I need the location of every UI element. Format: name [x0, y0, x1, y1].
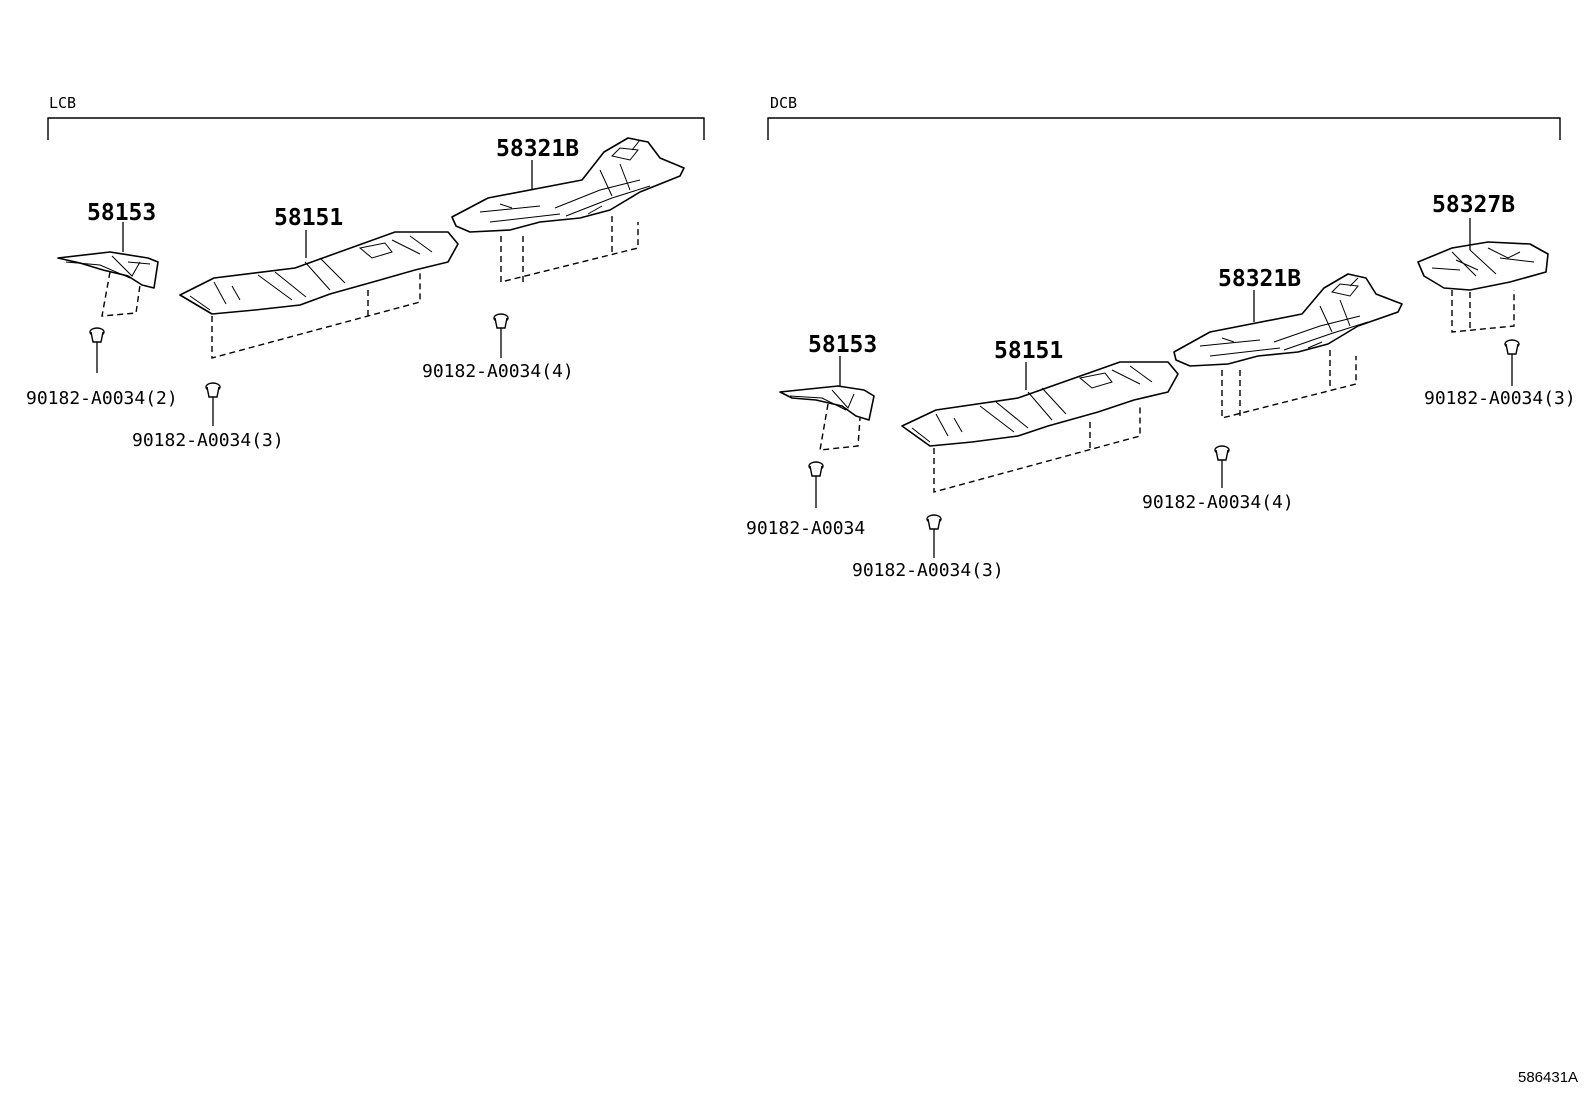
dash-58321b-lcb: [500, 216, 639, 283]
clip-label-lcb-a: 90182-A0034(2): [26, 388, 178, 409]
part-58151-lcb[interactable]: [179, 231, 459, 315]
clip-lcb-a[interactable]: [89, 327, 105, 373]
clip-dcb-c[interactable]: [1214, 445, 1230, 488]
dash-58321b-dcb: [1221, 350, 1357, 419]
part-58151-dcb[interactable]: [901, 361, 1179, 447]
clip-dcb-a[interactable]: [808, 461, 824, 508]
part-58153-lcb[interactable]: [57, 251, 159, 289]
part-label-58153-lcb: 58153: [87, 200, 156, 226]
clip-dcb-b[interactable]: [926, 514, 942, 558]
group-dcb: DCB 58153 90182-A0034 58151 90182-A00: [746, 94, 1576, 581]
dash-58153-dcb: [819, 403, 861, 451]
group-label-dcb: DCB: [770, 94, 797, 112]
part-58153-dcb[interactable]: [779, 385, 875, 421]
part-label-58151-dcb: 58151: [994, 338, 1063, 364]
clip-label-dcb-d: 90182-A0034(3): [1424, 388, 1576, 409]
part-label-58151-lcb: 58151: [274, 205, 343, 231]
part-label-58321b-dcb: 58321B: [1218, 266, 1301, 292]
dash-58151-lcb: [211, 272, 421, 359]
group-bracket-lcb: [47, 117, 705, 140]
clip-label-lcb-b: 90182-A0034(3): [132, 430, 284, 451]
clip-label-dcb-a: 90182-A0034: [746, 518, 865, 539]
part-58321b-lcb[interactable]: [451, 137, 685, 233]
group-bracket-dcb: [767, 117, 1561, 140]
clip-dcb-d[interactable]: [1504, 339, 1520, 386]
group-label-lcb: LCB: [49, 94, 76, 112]
diagram-reference-number: 586431A: [1518, 1069, 1578, 1086]
dash-58327b-dcb: [1451, 290, 1515, 333]
part-label-58327b-dcb: 58327B: [1432, 192, 1515, 218]
group-lcb: LCB 58153 90182-A0034(2) 58151 90182-: [26, 94, 705, 451]
clip-label-lcb-c: 90182-A0034(4): [422, 361, 574, 382]
clip-label-dcb-c: 90182-A0034(4): [1142, 492, 1294, 513]
part-58321b-dcb[interactable]: [1173, 273, 1403, 367]
dash-58153-lcb: [101, 271, 141, 317]
part-label-58321b-lcb: 58321B: [496, 136, 579, 162]
dash-58151-dcb: [933, 404, 1141, 493]
part-58327b-dcb[interactable]: [1417, 241, 1549, 291]
clip-label-dcb-b: 90182-A0034(3): [852, 560, 1004, 581]
part-label-58153-dcb: 58153: [808, 332, 877, 358]
clip-lcb-c[interactable]: [493, 313, 509, 358]
clip-lcb-b[interactable]: [205, 382, 221, 426]
